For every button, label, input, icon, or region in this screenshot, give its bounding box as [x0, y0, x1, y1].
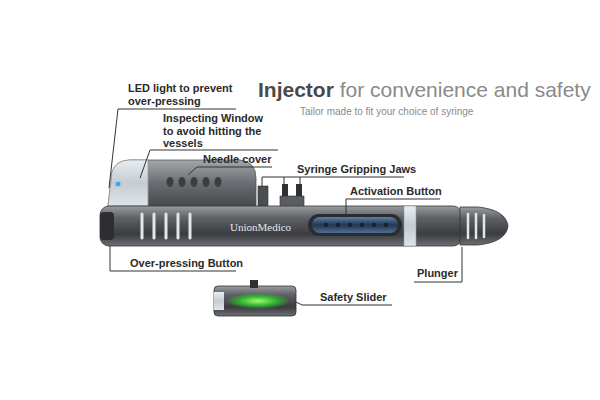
callout-label: Safety Slider	[320, 291, 387, 304]
brand-logo: UnionMedico	[230, 221, 291, 234]
callout-label: Over-pressing Button	[130, 257, 243, 270]
callout-label: Activation Button	[350, 185, 442, 198]
subtitle: Tailor made to fit your choice of syring…	[300, 106, 473, 118]
callout-label: Needle cover	[203, 153, 271, 166]
callout-label: Syringe Gripping Jaws	[297, 163, 416, 176]
title: Injector for convenience and safety	[258, 78, 591, 102]
callout-label: Plunger	[417, 267, 458, 280]
callout-label: LED light to prevent over-pressing	[128, 82, 240, 107]
callout-label: Inspecting Window to avoid hitting the v…	[163, 112, 275, 150]
